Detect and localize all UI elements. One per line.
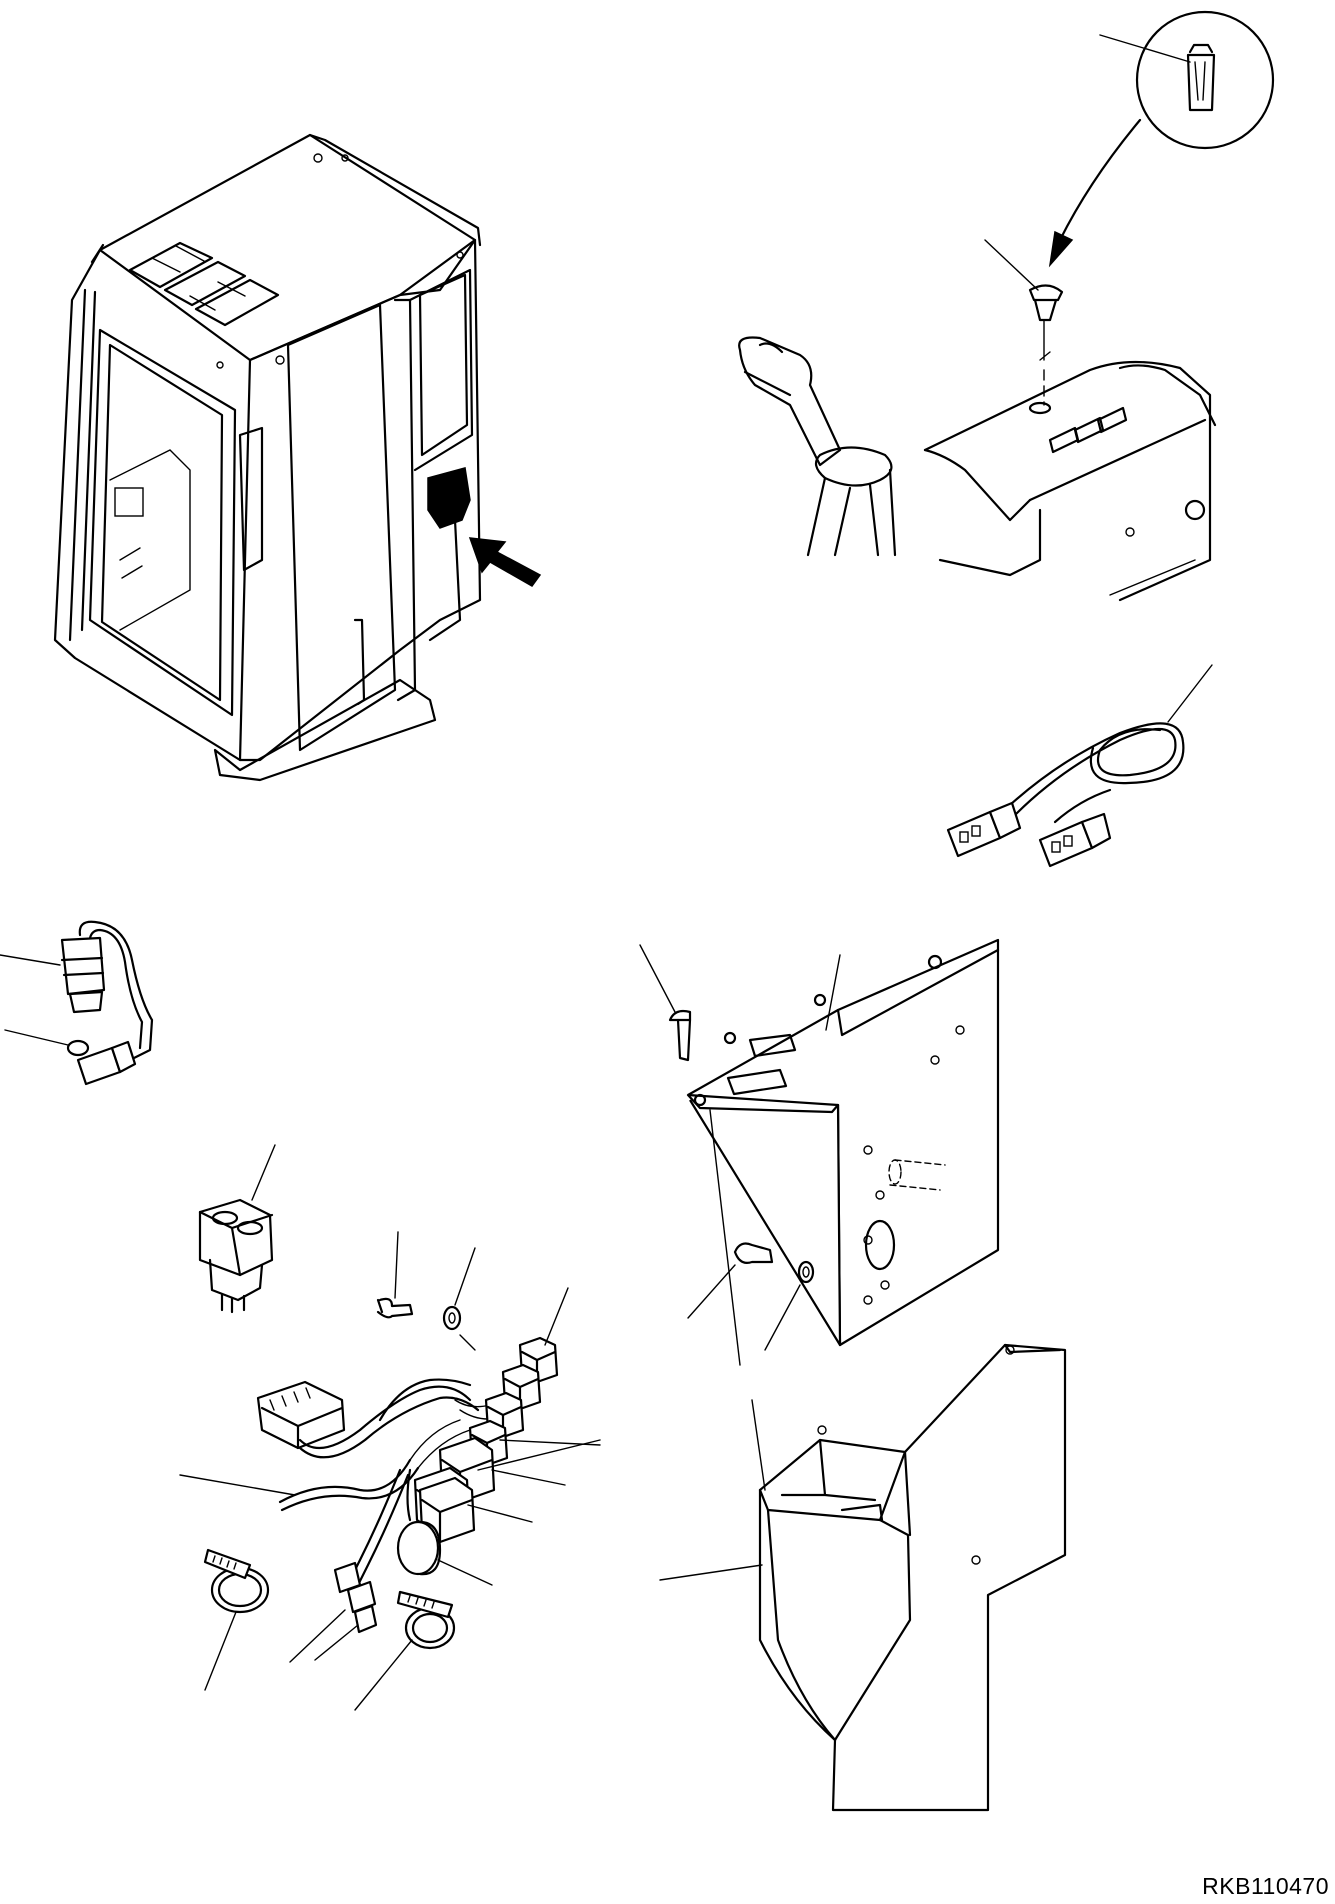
- leader-line: [394, 1231, 399, 1299]
- cover: [659, 1343, 1067, 1812]
- relay: [468, 1287, 569, 1467]
- jumper-wire-harness: [946, 664, 1213, 868]
- wiring-harness: [179, 1378, 499, 1587]
- leader-line: [659, 1564, 763, 1581]
- leader-line: [477, 1439, 601, 1471]
- leader-line: [354, 1639, 413, 1711]
- leader-line: [437, 1559, 493, 1586]
- leader-line: [984, 239, 1039, 291]
- pressure-switch: [0, 920, 154, 1086]
- drawing-code: RKB110470: [1202, 1873, 1329, 1899]
- mounting-bracket: [686, 938, 1000, 1366]
- lamp-bulb-detail: [1048, 10, 1275, 268]
- leader-line: [639, 944, 676, 1013]
- buzzer: [396, 1520, 493, 1586]
- leader-line: [0, 954, 61, 966]
- leader-line: [764, 1284, 801, 1351]
- leader-line: [454, 1247, 476, 1306]
- bolt: [687, 1242, 774, 1319]
- leader-line: [825, 954, 841, 1031]
- location-arrow: [468, 537, 542, 587]
- cab-assembly: [53, 133, 542, 782]
- leader-line: [499, 1439, 601, 1446]
- connector: [289, 1561, 378, 1663]
- leader-line: [4, 1029, 69, 1046]
- leader-line: [1167, 664, 1213, 723]
- indicator-lamp: [984, 239, 1064, 406]
- roof-vents: [128, 241, 280, 327]
- leader-line: [467, 1504, 533, 1523]
- leader-line: [687, 1264, 736, 1319]
- bolt: [639, 944, 692, 1062]
- operator-console: [738, 336, 1217, 602]
- washer: [442, 1247, 476, 1351]
- leader-line: [251, 1144, 276, 1201]
- washer: [764, 1260, 815, 1351]
- leader-line: [289, 1609, 346, 1663]
- rocker-switch: [198, 1144, 276, 1314]
- leader-line: [544, 1287, 569, 1346]
- leader-line: [179, 1474, 296, 1496]
- leader-line: [314, 1624, 359, 1661]
- cable-tie: [203, 1548, 270, 1691]
- cable-tie: [354, 1590, 456, 1711]
- bolt: [376, 1231, 414, 1319]
- leader-line: [491, 1469, 566, 1486]
- leader-line: [1099, 34, 1191, 63]
- leader-line: [204, 1611, 237, 1691]
- o-ring: [4, 1029, 90, 1057]
